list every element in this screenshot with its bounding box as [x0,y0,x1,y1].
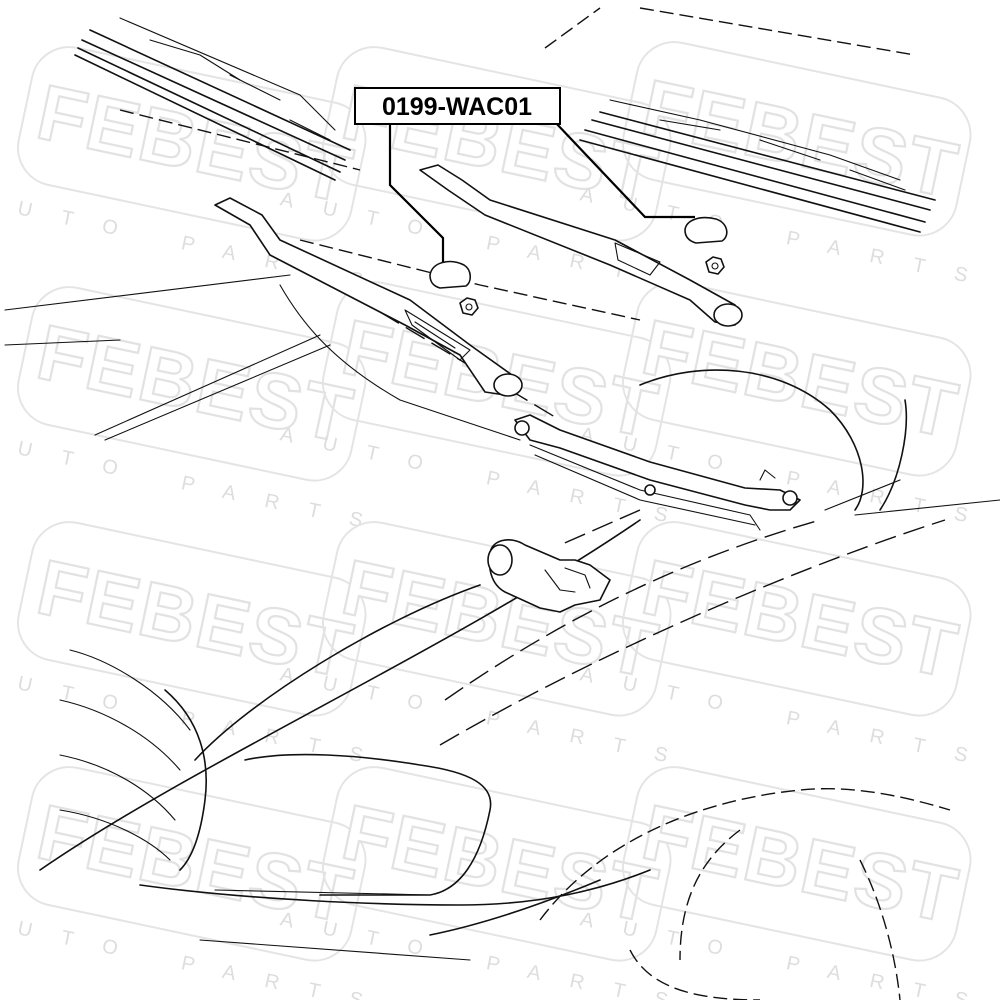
right-nut [705,256,725,275]
left-nut [459,297,479,316]
watermark-brand: FEBEST [635,302,966,455]
wiper-linkage [514,414,801,546]
watermark-brand: FEBEST [635,542,966,695]
watermark-layer: FEBEST AUTO PARTS FEBEST AUTO PARTS FEBE… [0,41,999,1000]
callout-leader-right [554,121,695,219]
right-arm-cap[interactable] [684,216,728,244]
part-number-callout: 0199-WAC01 [354,87,695,262]
left-wiper-arm [214,197,523,397]
left-wiper-blade [74,17,351,181]
right-wiper-arm [419,164,743,327]
part-number-label[interactable]: 0199-WAC01 [382,93,532,121]
vehicle-body-outline [4,7,1000,1000]
callout-box [354,87,561,125]
wiper-motor [487,539,611,613]
left-arm-cap[interactable] [429,260,472,289]
watermark-brand: FEBEST [635,787,966,940]
right-wiper-blade [579,99,936,233]
watermark-brand: FEBEST [635,62,966,215]
callout-leader-left [388,122,445,262]
